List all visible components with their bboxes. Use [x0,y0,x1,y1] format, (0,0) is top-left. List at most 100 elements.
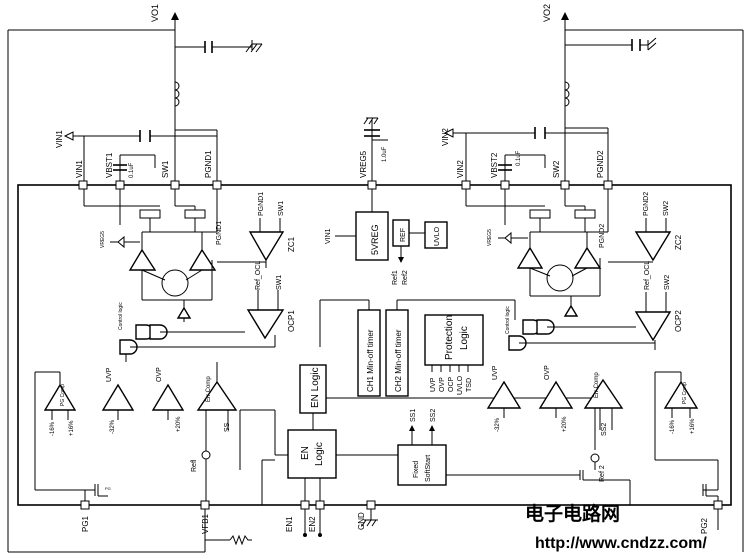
capacitor-vreg5 [364,129,380,137]
outer-wiring [7,18,744,553]
ss-right-label: SS2 [601,423,608,436]
pct-n16-right-label: -16% [670,419,676,434]
arrow-left-icon [443,128,454,138]
vin2-rail-label: VIN2 [441,128,450,146]
pin-pgnd1-label: PGND1 [204,150,213,178]
softstart-label-2: SoftStart [425,455,432,482]
sw1-ocp-label: SW1 [276,275,283,290]
ref-ocl-label: Ref_OCL [255,261,262,290]
ref-label: REF [400,228,407,242]
vo1-label: VO1 [150,4,160,22]
pin-gnd-label: GND [357,512,366,530]
protection-block [424,314,484,372]
control-logic-ch1 [119,324,276,362]
pgnd2-driver-label: PGND2 [599,224,606,248]
pg1-switch [84,484,108,505]
pin-vbst1-label: VBST1 [105,152,114,178]
uvp-left-label: UVP [106,367,113,382]
pin-en1-label: EN1 [285,516,294,532]
pin-vbst2-label: VBST2 [490,152,499,178]
pct-p20-right-label: +20% [562,416,568,432]
pin-vfb1-label: VFB1 [201,513,210,534]
err-comp-left [196,362,288,505]
ch2-timer-block [385,299,515,397]
ref-ocl-2-label: Ref_OCL [644,261,651,290]
protection-label-2: Logic [459,326,470,350]
watermark: 电子电路网 http://www.cndzz.com/ [525,502,707,552]
pct-n32-left-label: -32% [110,419,116,434]
pct-n16-left-label: -16% [50,421,56,436]
err-comp-right [583,378,624,470]
arrow-left-icon [63,131,74,141]
uvlo-label: UVLO [434,226,441,246]
ocp1-label: OCP1 [287,310,296,332]
ocp1-comparator [246,290,285,340]
err-left-label: Err Comp [206,376,212,402]
bottom-pins [80,500,723,552]
sw1-zc-label: SW1 [278,201,285,216]
control-logic-ch2 [508,300,655,351]
pgcomp-right-label: PG Comp [682,382,688,404]
ch1-timer-label: CH1 Min-off timer [366,329,375,392]
protection-label-1: Protection [444,315,455,360]
pin-en2-label: EN2 [308,516,317,532]
en-logic-bottom-label-2: Logic [314,442,325,466]
vreg5-left-label: VREG5 [100,231,106,248]
ovp-comp-left [151,383,185,420]
arrow-up-icon [171,12,179,20]
ref1-label: Ref1 [392,270,399,285]
zc2-comparator [608,218,672,263]
zc1-comparator [217,218,285,268]
capacitor-vin2 [534,127,546,139]
cap-1uf-label: 1.0uF [382,146,388,162]
vreg-label: 5VREG [370,224,380,255]
control-logic-right-label: Control logic [505,306,511,334]
pgnd2-zc-label: PGND2 [643,192,650,216]
ss2-out-label: SS2 [430,409,437,422]
driver-ch1 [83,189,218,322]
en-logic-bottom-block [287,429,398,505]
en-switch [261,459,275,505]
capacitor-vbst1 [113,164,127,171]
uvp-right-label: UVP [492,365,499,380]
pct-p16-left-label: +16% [69,420,75,436]
ref2-switch [446,470,631,505]
zc2-label: ZC2 [674,234,683,250]
pin-vin2-label: VIN2 [456,160,465,178]
capacitor-vbst2 [498,164,512,171]
sw2-ocp-label: SW2 [664,275,671,290]
watermark-cn: 电子电路网 [525,502,620,525]
inductor-ch1 [174,81,180,107]
vo2-label: VO2 [542,4,552,22]
cap-vbst2-label: 0.1uF [516,150,522,166]
sw2-zc-label: SW2 [663,201,670,216]
ref-block [392,219,425,263]
softstart-label-1: Fixed [413,461,420,478]
vin1-rail-label: VIN1 [55,130,64,148]
protection-input-ocp: OCP [448,377,455,393]
resistor-vfb1 [229,534,252,546]
protection-input-uvp: UVP [430,377,437,392]
ref2-label: Ref2 [402,270,409,285]
ss-left-label: SS [224,422,231,432]
pg2-switch [702,484,719,505]
arrow-up-icon [561,12,569,20]
capacitor-vo1 [204,41,213,53]
pg-comp-right [654,371,719,490]
ocp2-label: OCP2 [674,310,683,332]
ground-icon [245,43,263,53]
en-logic-bottom-label-1: EN [300,446,311,460]
pin-vreg5-label: VREG5 [359,150,368,178]
ovp-right-label: OVP [544,365,551,380]
refl-label: Refl [191,459,198,472]
driver-ch2 [465,189,609,317]
capacitor-vin1 [139,130,151,142]
pin-pg1-label: PG1 [81,515,90,532]
pct-n32-right-label: -32% [495,417,501,432]
zc1-label: ZC1 [287,236,296,252]
pgnd1-driver-label: PGND1 [216,221,223,245]
err-right-label: Err Comp [594,372,600,398]
ovp-comp-right [538,380,574,418]
pg-switch-left-label: PG [105,486,111,491]
